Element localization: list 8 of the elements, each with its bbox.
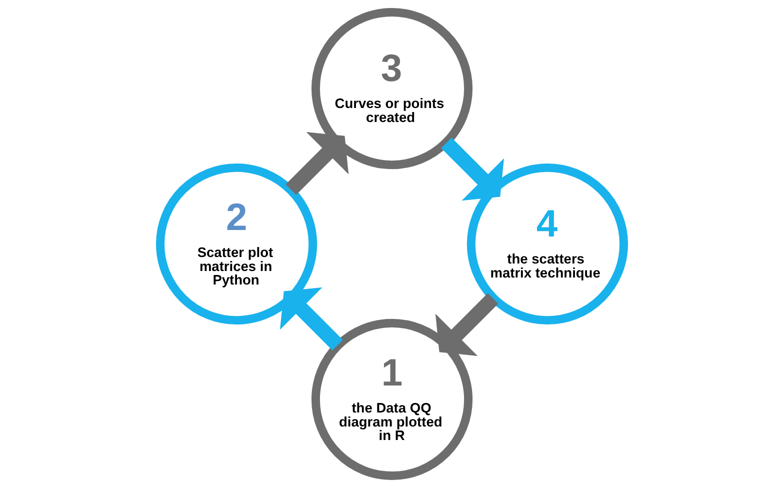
node-circle: 2 Scatter plot matrices in Python: [156, 163, 318, 325]
node-circle: 4 the scatters matrix technique: [466, 163, 628, 325]
arrow: [435, 293, 498, 356]
node-circle: 3 Curves or points created: [311, 8, 473, 170]
arrow: [441, 138, 504, 201]
arrow: [286, 132, 349, 195]
arrow: [280, 287, 343, 350]
node-circle: 1 the Data QQ diagram plotted in R: [311, 318, 473, 480]
